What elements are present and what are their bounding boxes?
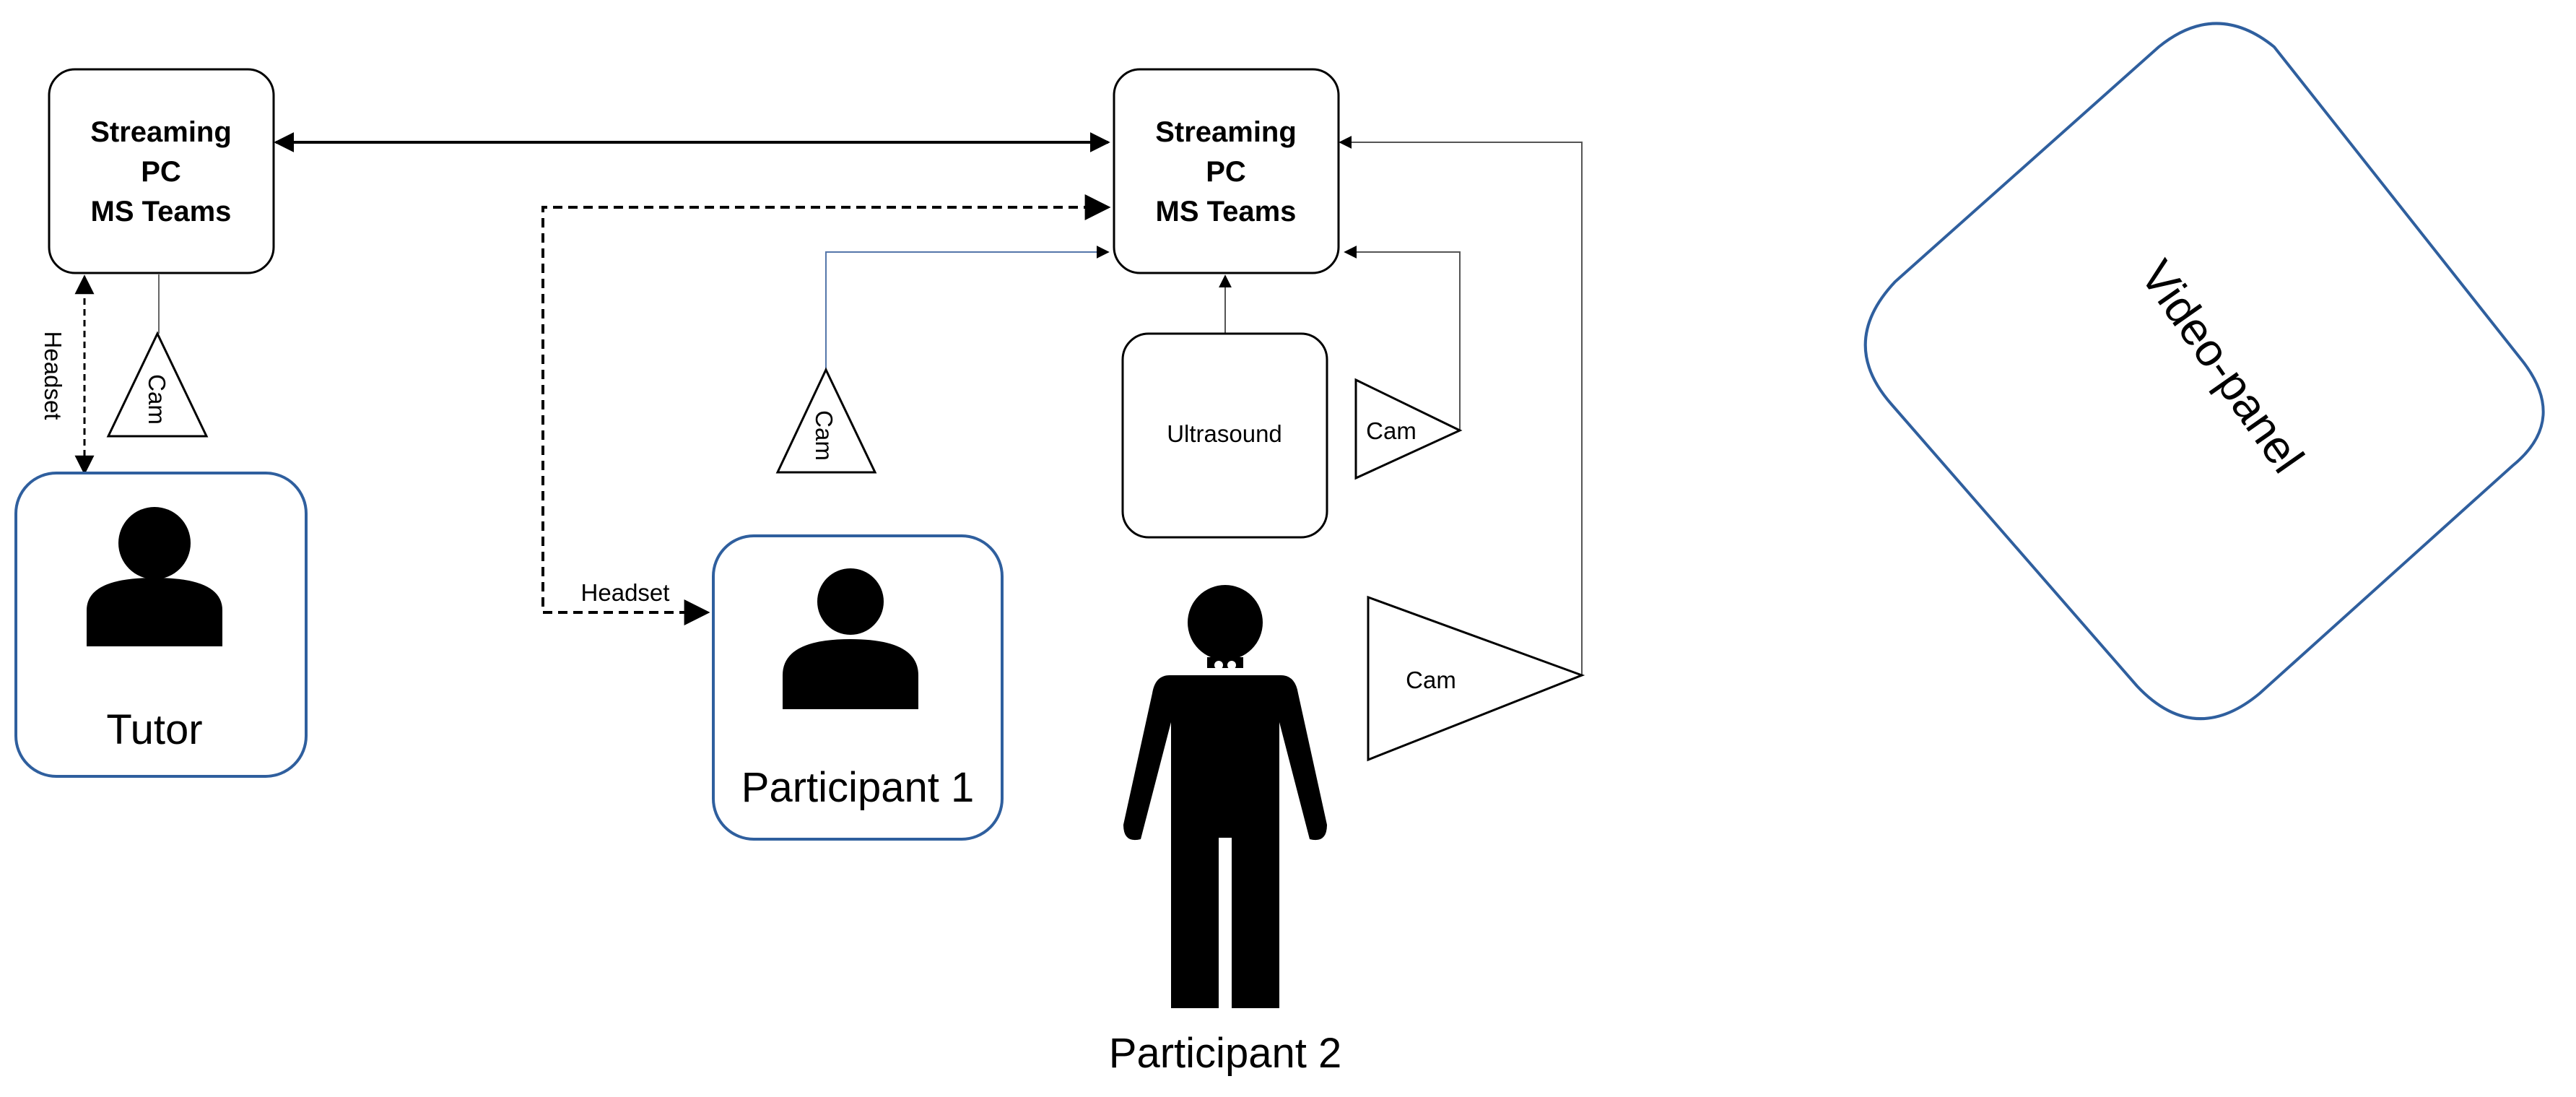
streaming-pc-left-line-2: PC [141,156,181,188]
streaming-pc-left-line-3: MS Teams [91,196,232,227]
participant-1-cam-label: Cam [811,410,837,461]
ultrasound-cam-connector [1344,246,1461,430]
tutor-person-icon [87,507,222,646]
participant-1-headset-connector [541,194,1111,625]
streaming-pc-left: Streaming PC MS Teams [48,68,275,274]
tutor-cam-label: Cam [144,374,170,425]
participant-2-cam: Cam [1367,595,1585,762]
tutor-headset-label: Headset [40,331,66,420]
tutor-box: Tutor [14,472,308,778]
participant-1-label: Participant 1 [741,764,974,811]
ultrasound-cam: Cam [1354,378,1463,480]
streaming-pc-right-line-2: PC [1206,156,1246,188]
participant-1-box: Participant 1 [712,534,1004,841]
tutor-cam: Cam [106,331,209,438]
participant-2-cam-label: Cam [1406,667,1456,693]
streaming-pc-left-line-1: Streaming [90,116,232,148]
ultrasound-label: Ultrasound [1167,420,1282,447]
streaming-pc-right-line-1: Streaming [1155,116,1297,148]
video-panel: Video-panel [1863,22,2545,721]
streaming-pc-right-line-3: MS Teams [1156,196,1297,227]
participant-1-headset-label: Headset [581,579,670,606]
participant-1-cam: Cam [775,367,877,474]
tutor-label: Tutor [106,706,202,753]
participant-1-cam-connector [825,246,1110,370]
participant-2-cam-connector [1339,136,1583,675]
streaming-pc-right: Streaming PC MS Teams [1113,68,1340,274]
ultrasound-device: Ultrasound [1121,332,1328,539]
participant-2-figure [1123,585,1327,1008]
ultrasound-cam-label: Cam [1366,417,1417,444]
participant-2-label: Participant 2 [1109,1030,1341,1077]
participant-1-person-icon [783,568,918,709]
